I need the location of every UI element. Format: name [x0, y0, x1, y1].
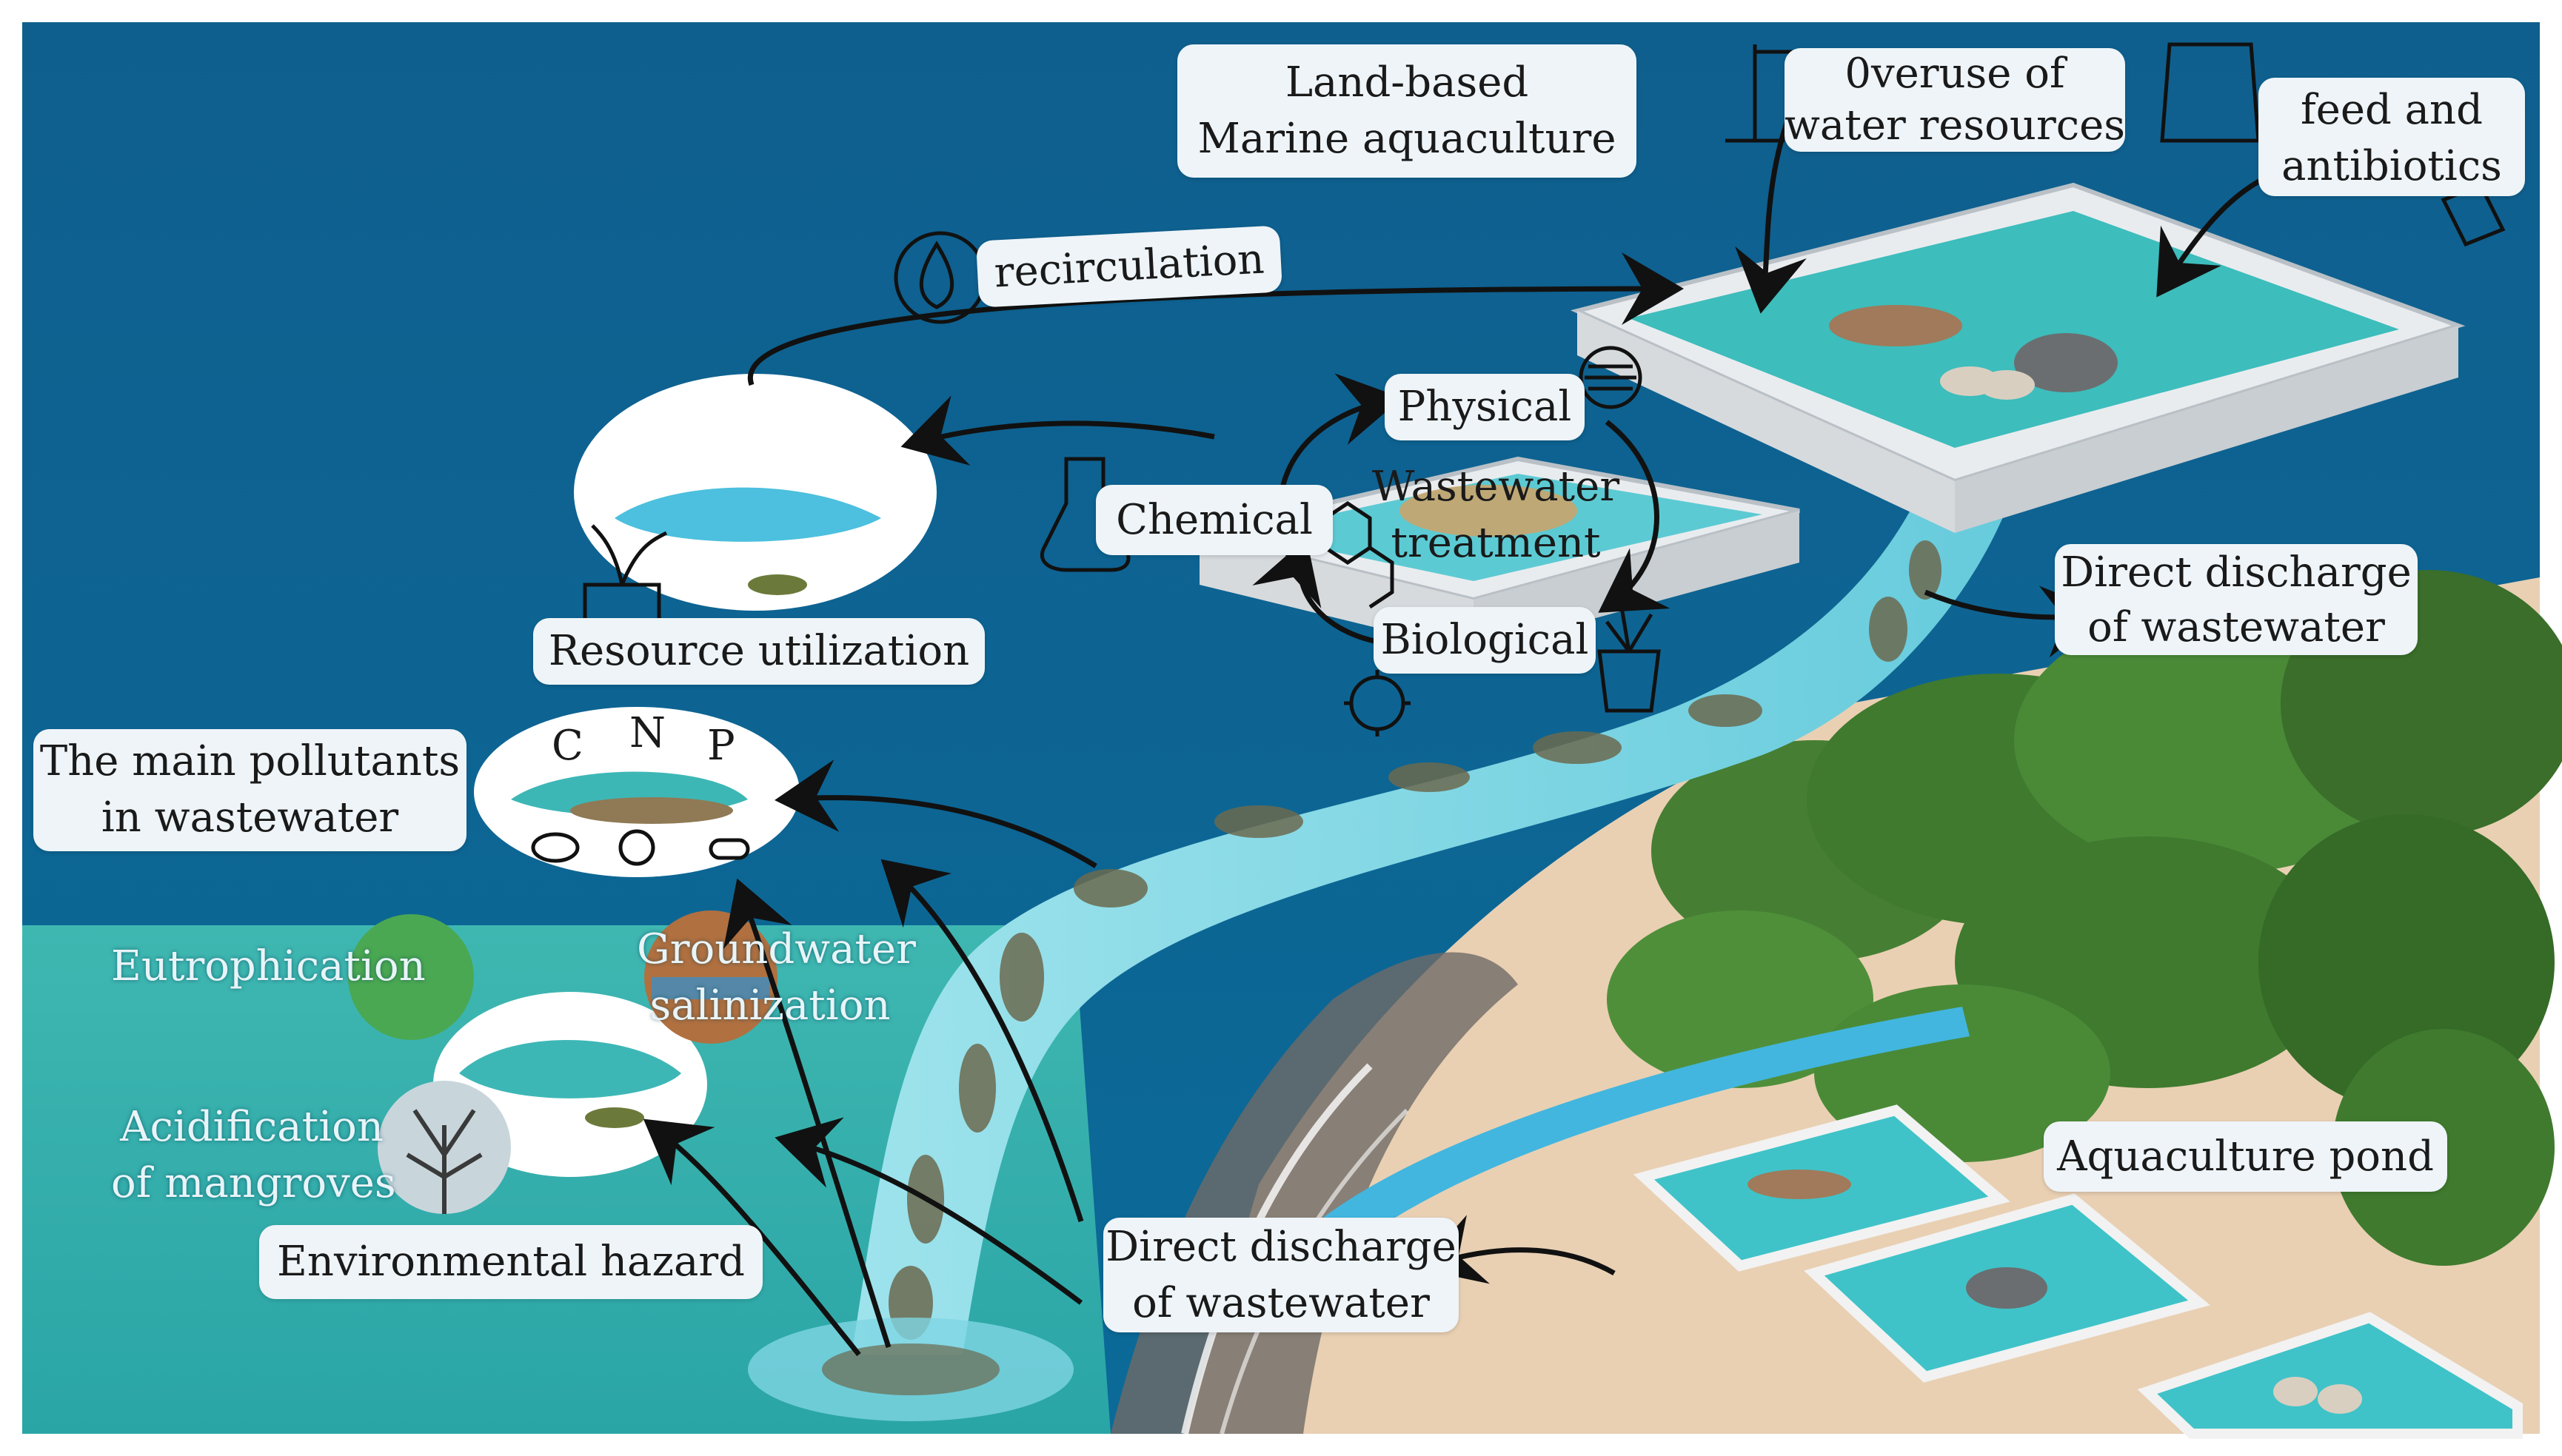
physical-to-biological-arrow: [1598, 420, 1670, 613]
chemical-label: Chemical: [1096, 485, 1333, 555]
main-pollutants-label: The main pollutants in wastewater: [33, 729, 466, 851]
land-based-line2: Marine aquaculture: [1197, 115, 1616, 163]
recirculation-text: recirculation: [993, 235, 1265, 298]
filter-grid-icon: [1579, 346, 1642, 409]
overuse-label: 0veruse of water resources: [1785, 48, 2125, 152]
dead-tree-icon: [406, 1109, 483, 1214]
channel: [1318, 1007, 1970, 1251]
pollutant-arrow-2: [880, 859, 1084, 1223]
groundwater-label: Groundwater salinization: [637, 922, 916, 1034]
direct-discharge-bottom-label: Direct discharge of wastewater: [1103, 1218, 1459, 1332]
wastewater-line2: treatment: [1391, 519, 1601, 567]
main-pollutants-line1: The main pollutants: [39, 737, 461, 785]
biological-text: Biological: [1380, 616, 1589, 664]
hazard-arrow-2: [775, 1117, 1083, 1305]
sludge-spots: [889, 540, 1941, 1340]
overuse-arrow: [1735, 117, 1807, 314]
acidification-line2: of mangroves: [111, 1159, 396, 1207]
eutrophication-label: Eutrophication: [111, 942, 426, 990]
physical-label: Physical: [1385, 374, 1585, 440]
environmental-hazard-label: Environmental hazard: [259, 1225, 763, 1299]
recirculation-arrow: [747, 252, 1684, 386]
direct-discharge-top-line2: of wastewater: [2087, 603, 2385, 651]
biological-label: Biological: [1374, 607, 1596, 674]
resource-utilization-label: Resource utilization: [533, 618, 985, 685]
pollutant-arrow-3: [723, 878, 892, 1349]
direct-discharge-top-line1: Direct discharge: [2061, 548, 2412, 597]
direct-discharge-bottom-line2: of wastewater: [1132, 1279, 1430, 1327]
acidification-label: Acidification of mangroves: [111, 1099, 396, 1212]
aquaculture-pond-label: Aquaculture pond: [2044, 1121, 2447, 1192]
virus-icon: [618, 829, 655, 866]
land-based-line1: Land-based: [1285, 58, 1529, 107]
discharge-sludge: [822, 1343, 1000, 1395]
direct-discharge-bottom-line1: Direct discharge: [1106, 1223, 1456, 1271]
aquaculture-pond-text: Aquaculture pond: [2057, 1133, 2434, 1181]
overuse-line2: water resources: [1785, 101, 2125, 150]
direct-discharge-top-label: Direct discharge of wastewater: [2055, 544, 2418, 655]
plant-pot-icon: [1597, 606, 1661, 713]
resource-utilization-text: Resource utilization: [548, 627, 970, 675]
hazard-arrow-1: [643, 1118, 861, 1357]
wastewater-treatment-label: Wastewater treatment: [1370, 459, 1622, 571]
feed-arrow: [2156, 175, 2267, 298]
land-based-label: Land-based Marine aquaculture: [1177, 44, 1636, 178]
groundwater-line1: Groundwater: [637, 925, 916, 973]
acidification-line1: Acidification: [120, 1103, 384, 1151]
phosphorus-label: P: [707, 722, 735, 770]
microbe-icon: [1344, 670, 1411, 737]
groundwater-line2: salinization: [649, 982, 891, 1030]
treatment-to-resource-arrow: [900, 395, 1215, 466]
feed-line2: antibiotics: [2281, 142, 2502, 190]
capsule-icon: [709, 838, 750, 860]
feed-line1: feed and: [2301, 86, 2483, 134]
bacteria-icon: [531, 832, 580, 863]
groundwater-layer: [652, 977, 770, 999]
overuse-line1: 0veruse of: [1844, 50, 2065, 98]
main-pollutants-line2: in wastewater: [101, 794, 399, 842]
pollutant-arrow-1: [775, 759, 1097, 868]
resource-utilization-blob: [574, 374, 937, 611]
chemical-text: Chemical: [1116, 496, 1313, 544]
physical-text: Physical: [1397, 383, 1572, 431]
biological-to-chemical-arrow: [1252, 537, 1393, 647]
feed-label: feed and antibiotics: [2258, 78, 2525, 196]
carbon-label: C: [552, 722, 583, 770]
eutrophication-image: [348, 914, 474, 1040]
wastewater-line1: Wastewater: [1371, 463, 1620, 511]
aquaculture-ponds: [1633, 1104, 2523, 1439]
shallow-sea: [22, 925, 1111, 1434]
environmental-hazard-text: Environmental hazard: [277, 1238, 745, 1286]
nitrogen-label: N: [629, 709, 666, 757]
